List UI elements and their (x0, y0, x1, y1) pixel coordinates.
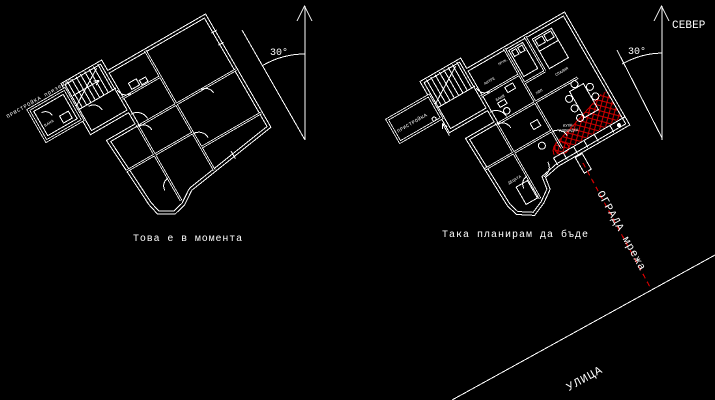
svg-text:ДЕЦАТА: ДЕЦАТА (508, 175, 523, 186)
svg-text:АНТРЕ: АНТРЕ (484, 77, 497, 87)
svg-text:30°: 30° (270, 47, 288, 59)
svg-text:Това е в момента: Това е в момента (133, 234, 243, 245)
svg-text:СЕВЕР: СЕВЕР (672, 20, 706, 32)
svg-text:ПЛОЩАДКА: ПЛОЩАДКА (559, 129, 579, 134)
svg-text:СПАЛНЯ: СПАЛНЯ (555, 67, 570, 78)
svg-text:30°: 30° (628, 46, 646, 58)
svg-text:ХОЛ: ХОЛ (536, 89, 545, 96)
svg-text:ВАНА: ВАНА (44, 120, 56, 129)
svg-text:БАНЯ: БАНЯ (496, 95, 507, 104)
svg-text:ПРУЖ.: ПРУЖ. (498, 58, 509, 67)
svg-text:КУХН.: КУХН. (563, 124, 575, 129)
svg-text:Така планирам да бъде: Така планирам да бъде (442, 228, 589, 241)
